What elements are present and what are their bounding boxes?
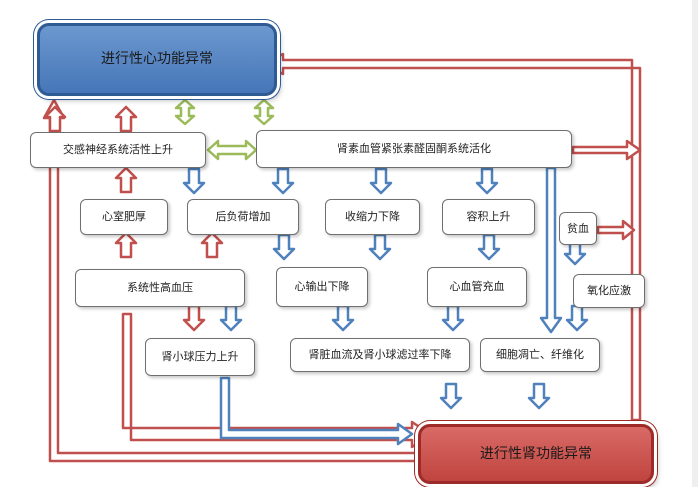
contractility-box: 收缩力下降 <box>325 199 420 235</box>
vascular-congestion-label: 心血管充血 <box>449 280 505 294</box>
raas-box: 肾素血管紧张素醛固酮系统活化 <box>256 130 572 168</box>
afterload-label: 后负荷增加 <box>215 210 271 224</box>
apoptosis-label: 细胞凋亡、纤维化 <box>496 348 584 362</box>
volume-label: 容积上升 <box>466 210 511 224</box>
blue-arrow-raas-to-apoptosis <box>539 166 563 334</box>
apoptosis-box: 细胞凋亡、纤维化 <box>480 338 600 372</box>
red-arrow-left-long <box>42 98 420 463</box>
blue-arrow-hypertension-to-glomerular <box>219 304 243 332</box>
red-arrow-sympathetic-to-heart-2 <box>114 105 138 133</box>
page-edge <box>692 0 698 487</box>
red-arrow-hypertension-to-kidney <box>121 312 432 449</box>
blue-arrow-to-afterload <box>182 167 206 195</box>
green-arrow-heart-raas <box>253 98 275 126</box>
oxidative-stress-label: 氧化应激 <box>587 284 631 298</box>
red-arrow-hypertension-to-afterload <box>200 231 224 259</box>
hypertension-box: 系统性高血压 <box>75 269 245 307</box>
red-arrow-raas-right <box>571 139 642 161</box>
hypertension-label: 系统性高血压 <box>127 281 193 295</box>
blue-arrow-volume-to-congestion <box>477 233 501 261</box>
blue-arrow-glomerular-to-kidney <box>219 376 414 446</box>
blue-arrow-output-to-flow <box>331 304 355 332</box>
green-arrow-heart-sympathetic <box>174 98 196 126</box>
blue-arrow-oxidative-to-apoptosis <box>565 304 589 332</box>
kidney-dysfunction-label: 进行性肾功能异常 <box>480 445 592 462</box>
red-arrow-hypertrophy-to-sympathetic <box>114 166 138 194</box>
red-arrow-hypertension-to-glomerular <box>182 304 206 332</box>
sympathetic-box: 交感神经系统活性上升 <box>30 132 206 168</box>
red-arrow-anemia-right <box>596 219 636 241</box>
anemia-box: 贫血 <box>559 212 597 245</box>
renal-flow-box: 肾脏血流及肾小球滤过率下降 <box>290 338 470 372</box>
heart-dysfunction-box: 进行性心功能异常 <box>37 23 277 96</box>
lv-hypertrophy-label: 心室肥厚 <box>102 210 146 224</box>
vascular-congestion-box: 心血管充血 <box>427 267 527 307</box>
green-arrow-sympathetic-raas <box>206 139 258 161</box>
blue-arrow-afterload-to-output <box>272 233 296 261</box>
glomerular-pressure-label: 肾小球压力上升 <box>161 350 239 364</box>
afterload-box: 后负荷增加 <box>187 199 299 235</box>
blue-arrow-apoptosis-to-kidney <box>527 382 551 410</box>
cardiac-output-label: 心输出下降 <box>294 280 350 294</box>
contractility-label: 收缩力下降 <box>345 210 400 224</box>
blue-arrow-to-contractility <box>369 167 393 195</box>
heart-dysfunction-label: 进行性心功能异常 <box>101 51 213 68</box>
glomerular-pressure-box: 肾小球压力上升 <box>145 338 255 376</box>
cardiac-output-box: 心输出下降 <box>276 267 368 307</box>
blue-arrow-to-volume <box>475 167 499 195</box>
renal-flow-label: 肾脏血流及肾小球滤过率下降 <box>308 348 452 362</box>
red-arrow-hypertension-to-hypertrophy <box>114 231 138 259</box>
raas-label: 肾素血管紧张素醛固酮系统活化 <box>337 142 491 156</box>
sympathetic-label: 交感神经系统活性上升 <box>63 143 173 157</box>
lv-hypertrophy-box: 心室肥厚 <box>80 199 168 235</box>
kidney-dysfunction-box: 进行性肾功能异常 <box>418 424 654 484</box>
blue-arrow-congestion-to-flow <box>441 304 465 332</box>
blue-arrow-contractility-to-output <box>368 233 392 261</box>
volume-box: 容积上升 <box>442 199 535 235</box>
oxidative-stress-box: 氧化应激 <box>573 274 645 308</box>
blue-arrow-flow-to-kidney <box>439 382 463 410</box>
anemia-label: 贫血 <box>567 221 589 235</box>
blue-arrow-to-afterload-2 <box>271 167 295 195</box>
